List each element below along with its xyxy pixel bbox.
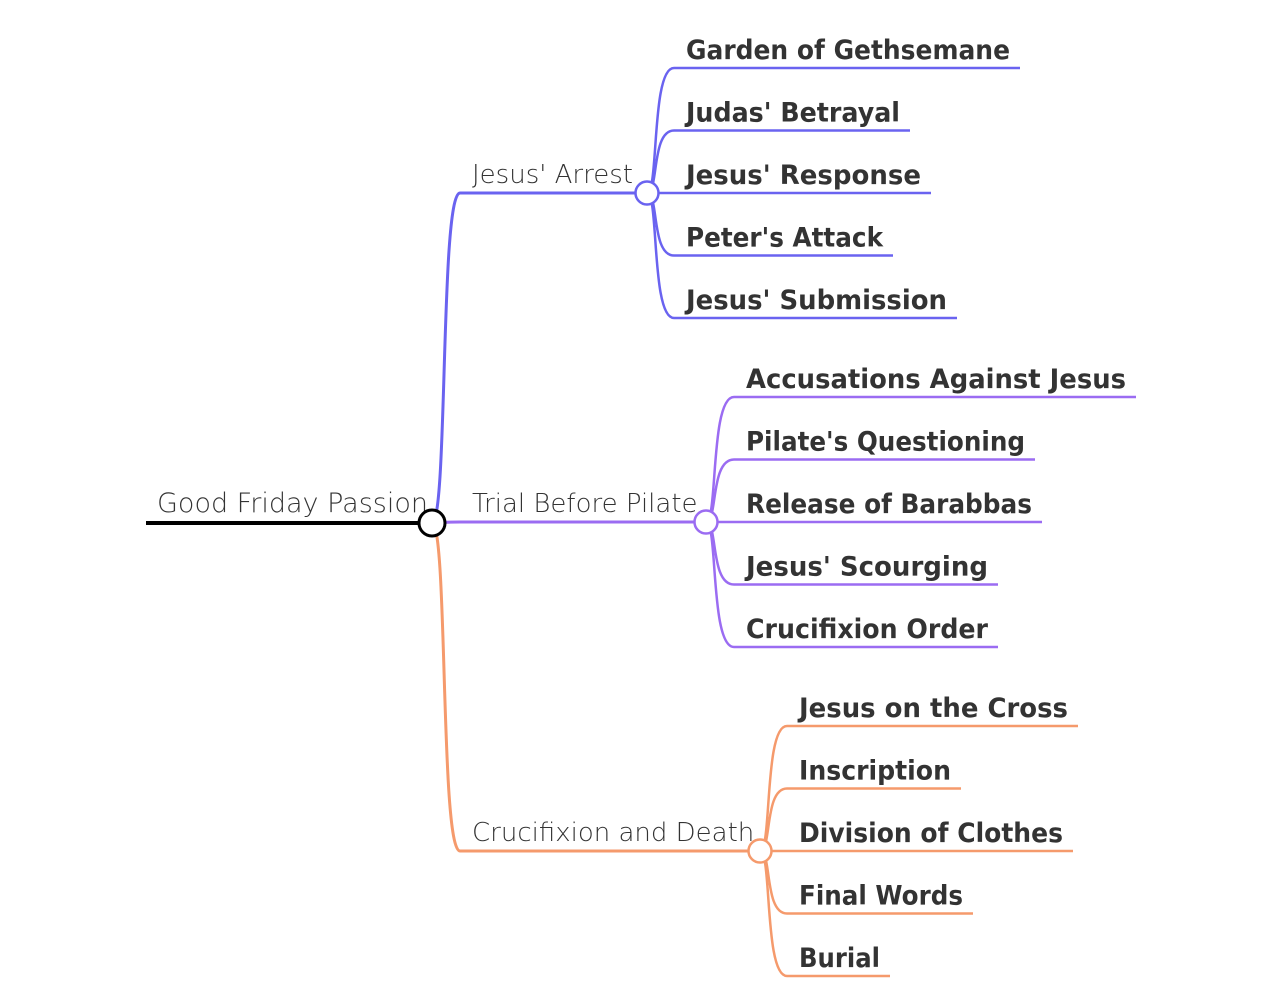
root-topic-label[interactable]: Good Friday Passion: [157, 488, 428, 519]
leaf-label-accusations-against-jesus[interactable]: Accusations Against Jesus: [746, 364, 1126, 395]
leaf-label-pilate-s-questioning[interactable]: Pilate's Questioning: [746, 427, 1025, 458]
leaf-label-jesus-submission[interactable]: Jesus' Submission: [684, 285, 947, 316]
leaf-label-peter-s-attack[interactable]: Peter's Attack: [686, 223, 884, 254]
collapse-toggle-jesus-arrest[interactable]: [634, 180, 660, 206]
collapse-toggle-trial-before-pilate[interactable]: [693, 509, 719, 535]
leaf-label-jesus-response[interactable]: Jesus' Response: [684, 160, 921, 191]
node-layer: [417, 180, 773, 864]
leaf-label-burial[interactable]: Burial: [799, 943, 880, 974]
branch-label-jesus-arrest[interactable]: Jesus' Arrest: [472, 160, 633, 190]
leaf-label-jesus-scourging[interactable]: Jesus' Scourging: [744, 552, 988, 583]
leaf-label-crucifixion-order[interactable]: Crucifixion Order: [746, 614, 989, 645]
leaf-label-garden-of-gethsemane[interactable]: Garden of Gethsemane: [686, 35, 1010, 66]
connector-root-to-jesus-arrest: [430, 191, 462, 525]
label-layer: Good Friday Passion Jesus' Arrest Garden …: [157, 35, 1126, 974]
leaf-label-release-of-barabbas[interactable]: Release of Barabbas: [746, 489, 1032, 520]
leaf-label-division-of-clothes[interactable]: Division of Clothes: [799, 818, 1063, 849]
leaf-label-judas-betrayal[interactable]: Judas' Betrayal: [684, 98, 900, 129]
underline-layer: [146, 66, 1136, 978]
leaf-label-final-words[interactable]: Final Words: [799, 881, 963, 912]
connector-root-to-crucifixion-and-death: [430, 521, 462, 853]
branch-label-trial-before-pilate[interactable]: Trial Before Pilate: [472, 489, 698, 519]
leaf-label-jesus-on-the-cross[interactable]: Jesus on the Cross: [797, 693, 1068, 724]
branch-label-crucifixion-and-death[interactable]: Crucifixion and Death: [472, 818, 754, 848]
leaf-label-inscription[interactable]: Inscription: [799, 756, 951, 787]
collapse-toggle-crucifixion-and-death[interactable]: [747, 838, 773, 864]
collapse-toggle-root[interactable]: [417, 508, 447, 538]
